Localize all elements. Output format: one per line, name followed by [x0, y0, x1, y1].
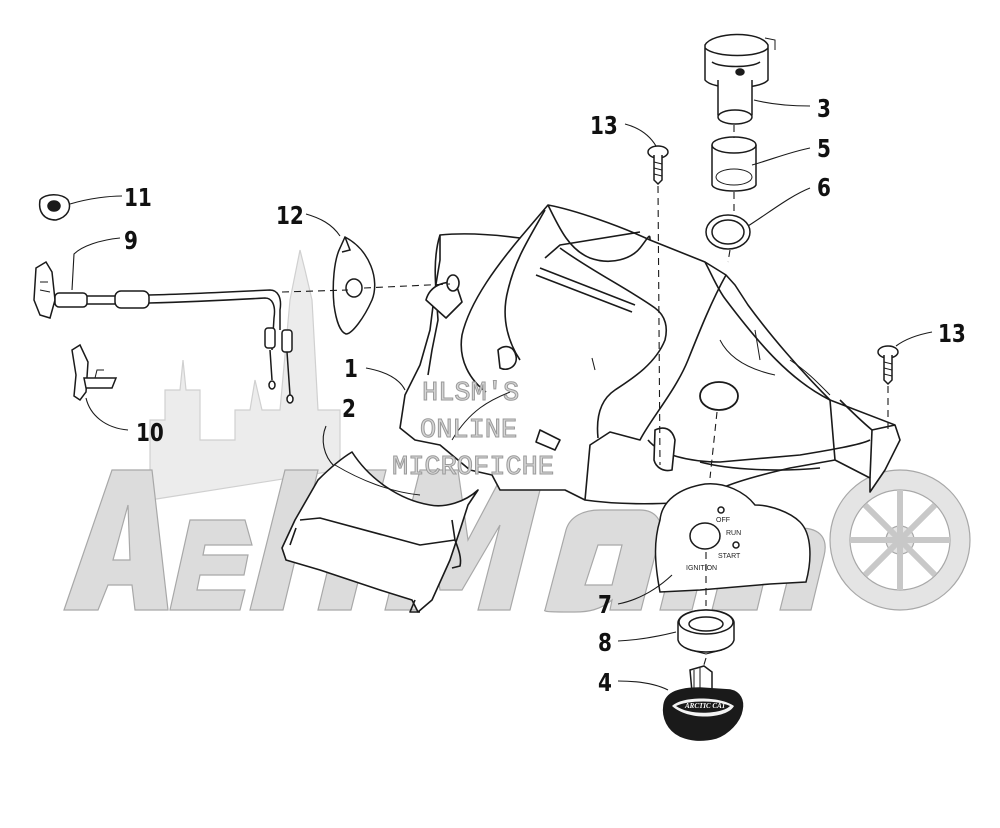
callout-7: 7: [598, 590, 612, 619]
callout-2: 2: [342, 394, 356, 423]
nut-part-8: [677, 609, 735, 655]
grommet-plate-part-12: [332, 235, 376, 335]
callout-13-left: 13: [590, 111, 618, 140]
key-brand-label: ARCTIC CAT: [685, 702, 726, 710]
assembly-lines: [281, 125, 889, 669]
callout-10: 10: [136, 418, 164, 447]
callout-4: 4: [598, 668, 612, 697]
callout-5: 5: [817, 134, 831, 163]
callout-13-right: 13: [938, 319, 966, 348]
bracket-part-10: [71, 343, 118, 402]
callout-9: 9: [124, 226, 138, 255]
callout-11: 11: [124, 183, 152, 212]
plate-label-ignition: IGNITION: [686, 565, 718, 572]
ring-part-6: [705, 214, 751, 250]
watermark-line-3: MICROFICHE: [391, 453, 555, 483]
screw-part-13-right: [877, 345, 899, 386]
callout-8: 8: [598, 628, 612, 657]
key-part-4: [662, 665, 744, 741]
plate-label-off: OFF: [716, 517, 730, 524]
callout-3: 3: [817, 94, 831, 123]
lower-panel-part-2: [281, 451, 479, 613]
callout-6: 6: [817, 173, 831, 202]
throttle-cable-part-9: [33, 260, 294, 404]
leader-lines: [69, 99, 933, 691]
callout-1: 1: [344, 354, 358, 383]
watermark-line-2: ONLINE: [419, 416, 518, 446]
plate-label-run: RUN: [726, 530, 742, 537]
switch-housing-part-3: [704, 33, 776, 125]
plate-label-start: START: [718, 553, 741, 560]
nut-part-11: [38, 194, 71, 221]
bushing-part-5: [711, 136, 757, 192]
screw-part-13-left: [647, 145, 669, 186]
ignition-plate-part-7: [654, 483, 811, 593]
watermark-line-1: HLSM'S: [421, 379, 520, 409]
callout-12: 12: [276, 201, 304, 230]
hood-panel-part-1: [399, 204, 901, 505]
